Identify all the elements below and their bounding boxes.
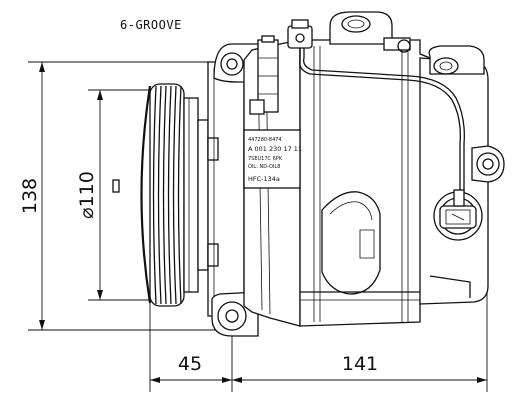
nameplate-refrigerant: HFC-134a bbox=[248, 175, 280, 183]
nameplate-line3: 7SEU17C 6PK bbox=[248, 156, 283, 162]
pulley-depth-value: 45 bbox=[178, 353, 202, 375]
nameplate-line4: OIL: ND-OIL8 bbox=[248, 164, 280, 170]
control-valve bbox=[249, 19, 465, 192]
height-value: 138 bbox=[19, 178, 41, 214]
pulley bbox=[112, 83, 209, 307]
rear-mounting-ear bbox=[471, 145, 505, 183]
pulley-grooves bbox=[152, 85, 182, 305]
service-port-top bbox=[329, 11, 411, 53]
electrical-connector bbox=[433, 189, 483, 241]
pulley-diameter-value: ⌀110 bbox=[76, 171, 98, 219]
pulley-diameter-dimension: ⌀110 bbox=[76, 89, 150, 301]
front-housing bbox=[207, 61, 245, 317]
nameplate-line2: A 001 230 17 11 bbox=[248, 145, 302, 153]
rear-fitting bbox=[428, 45, 485, 75]
groove-note: 6-GROOVE bbox=[120, 18, 182, 32]
height-dimension: 138 bbox=[19, 61, 240, 331]
nameplate-line1: 447280-8474 bbox=[248, 137, 282, 143]
nameplate: 447280-8474 A 001 230 17 11 7SEU17C 6PK … bbox=[243, 129, 302, 189]
body-length-value: 141 bbox=[342, 353, 378, 375]
length-dimensions: 45 141 bbox=[149, 200, 488, 392]
